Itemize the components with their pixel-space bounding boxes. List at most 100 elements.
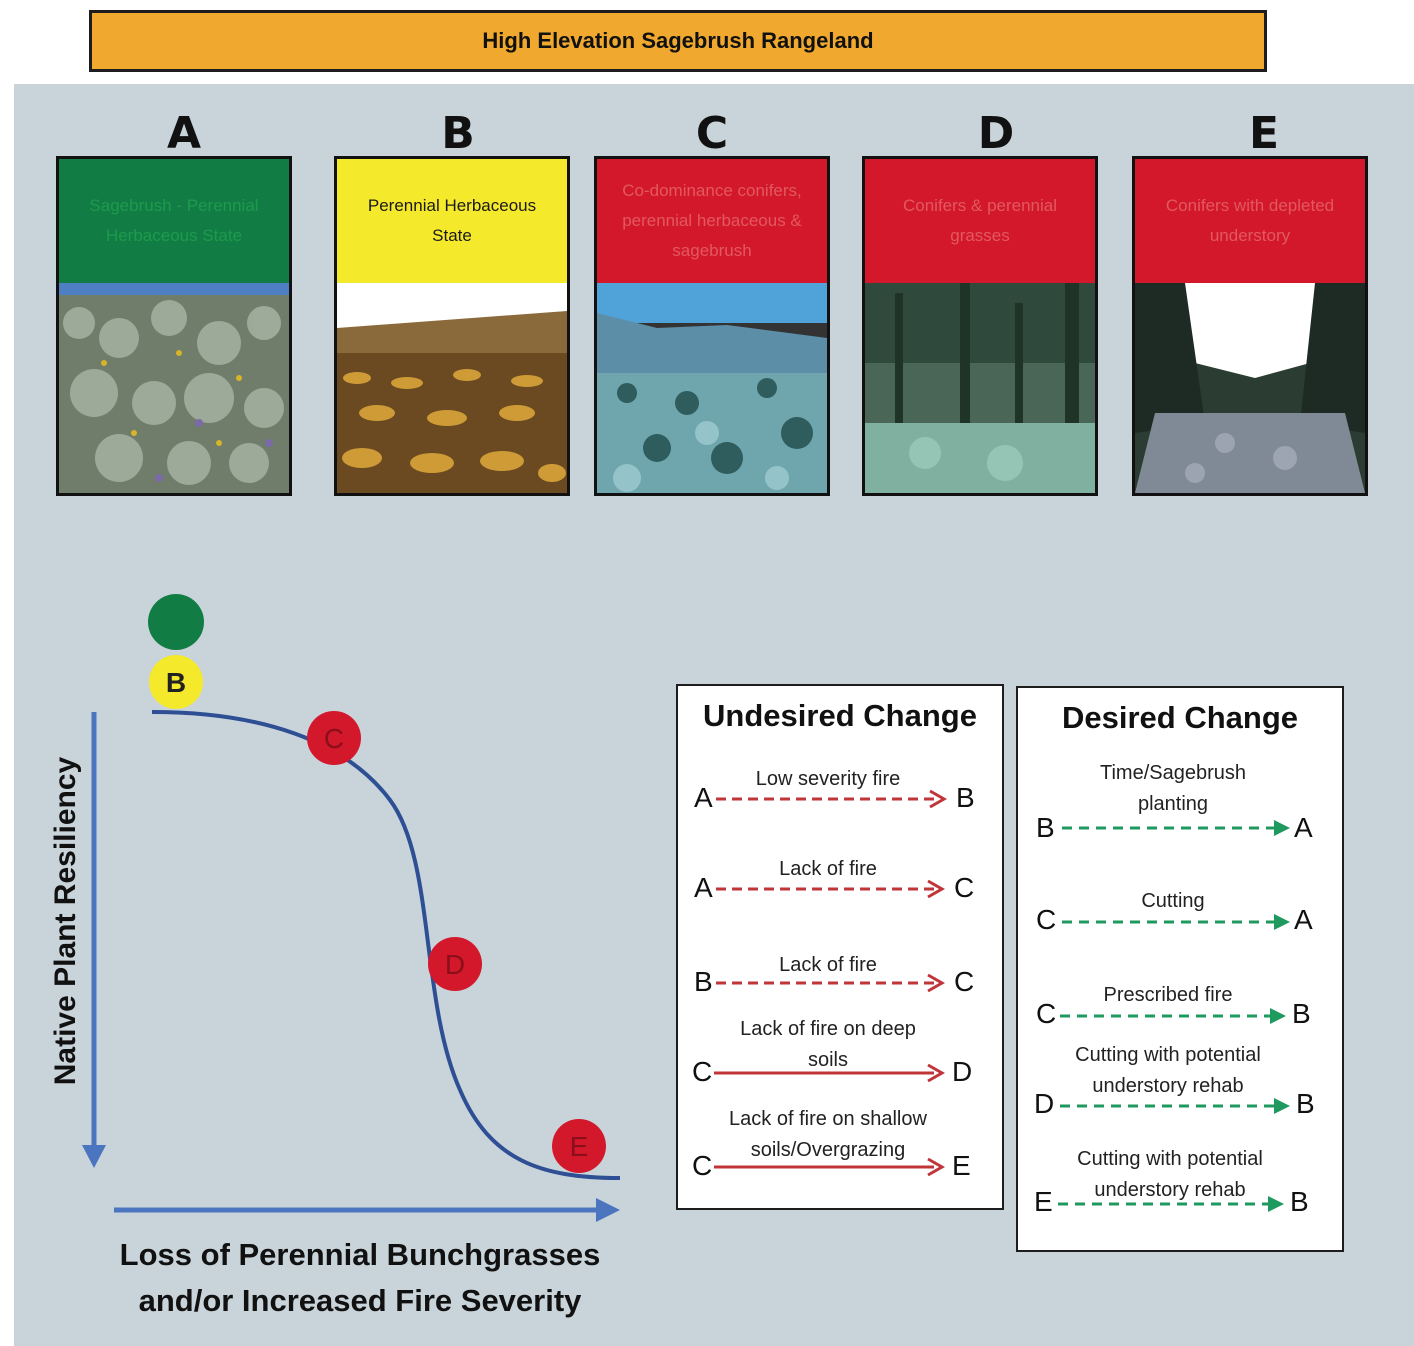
y-axis-label: Native Plant Resiliency bbox=[49, 756, 82, 1086]
desired-transition-1-label: Time/Sagebrush planting bbox=[1058, 758, 1288, 820]
resiliency-graph: B C D E bbox=[82, 594, 621, 1222]
desired-change-title: Desired Change bbox=[1061, 700, 1298, 735]
undesired-arrowhead-4 bbox=[927, 1063, 946, 1083]
desired-transition-5-label-line1: Cutting with potential bbox=[1077, 1148, 1263, 1170]
marker-e bbox=[552, 1119, 606, 1173]
undesired-arrowhead-3 bbox=[927, 973, 946, 993]
state-card-a-label: Sagebrush - Perennial Herbaceous State bbox=[89, 196, 259, 245]
perennial-grass-photo bbox=[337, 283, 567, 493]
undesired-transition-2-to: C bbox=[954, 872, 975, 903]
state-letter-b: B bbox=[441, 108, 475, 159]
y-axis-arrowhead bbox=[82, 1145, 106, 1168]
undesired-transition-3-label: Lack of fire bbox=[779, 954, 877, 976]
state-card-d-header: Conifers & perennial grasses bbox=[865, 159, 1095, 283]
undesired-transition-4-label-line1: Lack of fire on deep bbox=[740, 1018, 916, 1040]
desired-transition-1-to: A bbox=[1294, 812, 1313, 843]
undesired-transition-5-label-line1: Lack of fire on shallow bbox=[729, 1108, 927, 1130]
conifer-grass-photo bbox=[865, 283, 1095, 493]
state-card-b: Perennial Herbaceous State bbox=[334, 156, 570, 496]
state-card-e: Conifers with depleted understory bbox=[1132, 156, 1368, 496]
desired-transition-5-to: B bbox=[1290, 1186, 1309, 1217]
desired-transition-4-from: D bbox=[1034, 1088, 1055, 1119]
undesired-transition-1-to: B bbox=[956, 782, 975, 813]
undesired-transition-2-from: A bbox=[694, 872, 713, 903]
undesired-transition-5-from: C bbox=[692, 1150, 713, 1181]
undesired-transition-5-label: Lack of fire on shallow soils/Overgrazin… bbox=[688, 1104, 968, 1166]
desired-transition-2-to: A bbox=[1294, 904, 1313, 935]
desired-transition-4-label-line2: understory rehab bbox=[1092, 1075, 1244, 1097]
x-axis-label-line2: and/or Increased Fire Severity bbox=[138, 1283, 582, 1318]
desired-transition-3-to: B bbox=[1292, 998, 1311, 1029]
desired-transition-2-label: Cutting bbox=[1141, 890, 1205, 912]
desired-transition-5-label-line2: understory rehab bbox=[1094, 1179, 1246, 1201]
marker-d-label: D bbox=[445, 949, 465, 980]
desired-change-box: Desired Change Time/Sagebrush planting B… bbox=[1016, 686, 1344, 1252]
state-card-a: Sagebrush - Perennial Herbaceous State bbox=[56, 156, 292, 496]
desired-transition-5-from: E bbox=[1034, 1186, 1053, 1217]
desired-transition-2-from: C bbox=[1036, 904, 1057, 935]
desired-transition-5-label: Cutting with potential understory rehab bbox=[1038, 1144, 1302, 1206]
desired-transition-3-from: C bbox=[1036, 998, 1057, 1029]
desired-transition-4-label: Cutting with potential understory rehab bbox=[1038, 1040, 1298, 1102]
sagebrush-photo bbox=[59, 283, 289, 493]
desired-arrowhead-2 bbox=[1274, 914, 1290, 930]
undesired-transition-4-label-line2: soils bbox=[807, 1049, 848, 1071]
marker-a bbox=[148, 594, 204, 650]
desired-arrows bbox=[1058, 820, 1290, 1212]
state-letter-a: A bbox=[166, 108, 202, 159]
state-letter-e: E bbox=[1248, 108, 1280, 159]
undesired-transition-3-to: C bbox=[954, 966, 975, 997]
desired-transition-1-label-line1: Time/Sagebrush bbox=[1100, 762, 1246, 784]
undesired-arrowhead-2 bbox=[927, 879, 946, 899]
desired-transition-3-label: Prescribed fire bbox=[1103, 984, 1233, 1006]
x-axis-label-line1: Loss of Perennial Bunchgrasses bbox=[119, 1237, 601, 1272]
undesired-transition-5-label-line2: soils/Overgrazing bbox=[750, 1139, 906, 1161]
codominance-photo bbox=[597, 283, 827, 493]
state-letter-d: D bbox=[977, 108, 1015, 159]
marker-b bbox=[149, 655, 203, 709]
undesired-transition-1-label: Low severity fire bbox=[755, 768, 901, 790]
undesired-change-title: Undesired Change bbox=[703, 698, 977, 733]
marker-b-label: B bbox=[166, 667, 186, 698]
marker-c-label: C bbox=[324, 723, 344, 754]
desired-transition-4-label-line1: Cutting with potential bbox=[1075, 1044, 1261, 1066]
marker-d bbox=[428, 937, 482, 991]
state-card-d-label: Conifers & perennial grasses bbox=[902, 196, 1058, 245]
marker-c bbox=[307, 711, 361, 765]
undesired-transition-2-label: Lack of fire bbox=[779, 858, 877, 880]
desired-arrowhead-5 bbox=[1268, 1196, 1284, 1212]
state-letter-c: C bbox=[695, 108, 729, 159]
x-axis-arrowhead bbox=[596, 1198, 620, 1222]
state-card-c-header: Co-dominance conifers, perennial herbace… bbox=[597, 159, 827, 283]
title-banner: High Elevation Sagebrush Rangeland bbox=[89, 10, 1267, 72]
state-card-e-header: Conifers with depleted understory bbox=[1135, 159, 1365, 283]
undesired-transition-5-to: E bbox=[952, 1150, 971, 1181]
undesired-transition-4-to: D bbox=[952, 1056, 973, 1087]
state-card-b-header: Perennial Herbaceous State bbox=[337, 159, 567, 283]
undesired-arrowhead-5 bbox=[927, 1157, 946, 1177]
diagram-title: High Elevation Sagebrush Rangeland bbox=[482, 28, 874, 53]
conifer-depleted-photo bbox=[1135, 283, 1365, 493]
undesired-transition-4-label: Lack of fire on deep soils bbox=[698, 1014, 958, 1076]
undesired-change-box: Undesired Change Low severity fire A B L… bbox=[676, 684, 1004, 1210]
desired-transition-1-from: B bbox=[1036, 812, 1055, 843]
desired-transition-1-label-line2: planting bbox=[1137, 793, 1209, 815]
x-axis-label: Loss of Perennial Bunchgrasses and/or In… bbox=[60, 1232, 660, 1324]
state-card-b-label: Perennial Herbaceous State bbox=[367, 196, 537, 245]
desired-arrowhead-3 bbox=[1270, 1008, 1286, 1024]
undesired-transition-1-from: A bbox=[694, 782, 713, 813]
marker-e-label: E bbox=[570, 1131, 589, 1162]
desired-arrowhead-1 bbox=[1274, 820, 1290, 836]
undesired-arrows bbox=[714, 789, 948, 1177]
state-card-a-header: Sagebrush - Perennial Herbaceous State bbox=[59, 159, 289, 283]
resiliency-curve bbox=[151, 710, 621, 1180]
desired-transition-4-to: B bbox=[1296, 1088, 1315, 1119]
undesired-arrowhead-1 bbox=[929, 789, 948, 809]
state-card-d: Conifers & perennial grasses bbox=[862, 156, 1098, 496]
state-card-c: Co-dominance conifers, perennial herbace… bbox=[594, 156, 830, 496]
undesired-transition-4-from: C bbox=[692, 1056, 713, 1087]
state-card-c-label: Co-dominance conifers, perennial herbace… bbox=[622, 181, 802, 260]
undesired-transition-3-from: B bbox=[694, 966, 713, 997]
state-card-e-label: Conifers with depleted understory bbox=[1165, 196, 1335, 245]
desired-arrowhead-4 bbox=[1274, 1098, 1290, 1114]
